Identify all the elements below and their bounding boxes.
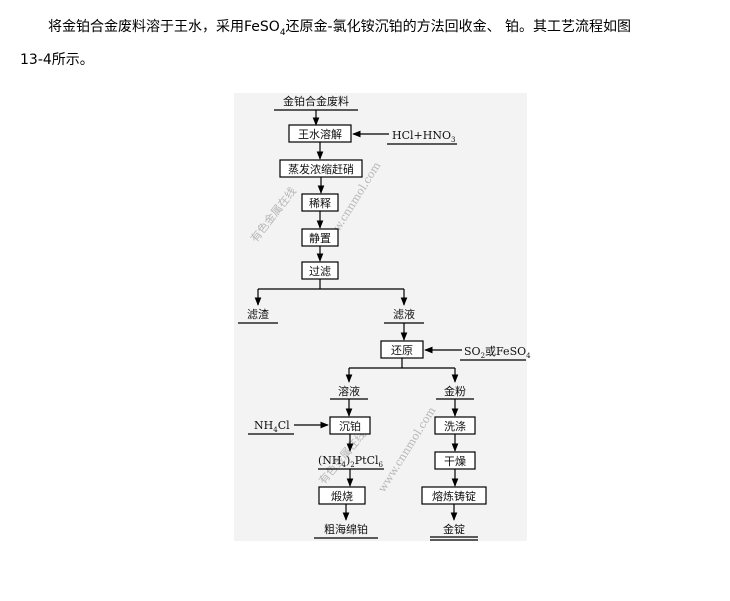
flowchart-svg: 有色金属在线 www.cnnmol.com 有色金属在线 www.cnnmol.… [238, 94, 531, 541]
watermark-1: 有色金属在线 [247, 184, 299, 245]
label-precipitate-pt: 沉铂 [339, 419, 361, 433]
intro-text-2: 还原金-氯化铵沉铂的方法回收金、 铂。其工艺流程如图 [285, 19, 632, 35]
intro-text-3: 13-4所示。 [20, 51, 94, 68]
label-gold-ingot: 金锭 [443, 522, 465, 536]
label-start: 金铂合金废料 [283, 94, 349, 108]
label-nh4cl: NH4Cl [254, 419, 290, 434]
label-salt: (NH4)2PtCl6 [318, 454, 384, 469]
label-residue: 滤渣 [247, 307, 269, 321]
label-gold-powder: 金粉 [444, 384, 466, 398]
label-aqua-regia: 王水溶解 [298, 127, 342, 141]
watermark-group: 有色金属在线 www.cnnmol.com 有色金属在线 www.cnnmol.… [247, 159, 438, 495]
label-wash: 洗涤 [444, 419, 466, 433]
label-dry: 干燥 [444, 455, 466, 468]
intro-paragraph: 将金铂合金废料溶于王水，采用FeSO4还原金-氯化铵沉铂的方法回收金、 铂。其工… [20, 14, 720, 74]
box-calcine [318, 486, 366, 505]
label-solution: 溶液 [338, 384, 360, 398]
label-reagent1: HCl+HNO3 [392, 129, 455, 144]
intro-subscript: 4 [279, 27, 286, 38]
intro-text-1: 将金铂合金废料溶于王水，采用FeSO [48, 19, 280, 35]
label-smelt: 熔炼铸锭 [432, 489, 476, 503]
label-reduce: 还原 [391, 344, 413, 357]
label-reagent2: SO2或FeSO4 [464, 345, 531, 360]
label-crude-pt: 粗海绵铂 [324, 522, 368, 536]
label-filter: 过滤 [309, 265, 331, 278]
watermark-4: www.cnnmol.com [376, 404, 439, 495]
label-settle: 静置 [309, 231, 331, 245]
label-evaporate: 蒸发浓缩赶硝 [288, 162, 354, 176]
label-dilute: 稀释 [309, 197, 331, 210]
label-filtrate: 滤液 [393, 307, 415, 321]
flowchart: 有色金属在线 www.cnnmol.com 有色金属在线 www.cnnmol.… [234, 93, 531, 541]
label-calcine: 煅烧 [331, 489, 353, 503]
